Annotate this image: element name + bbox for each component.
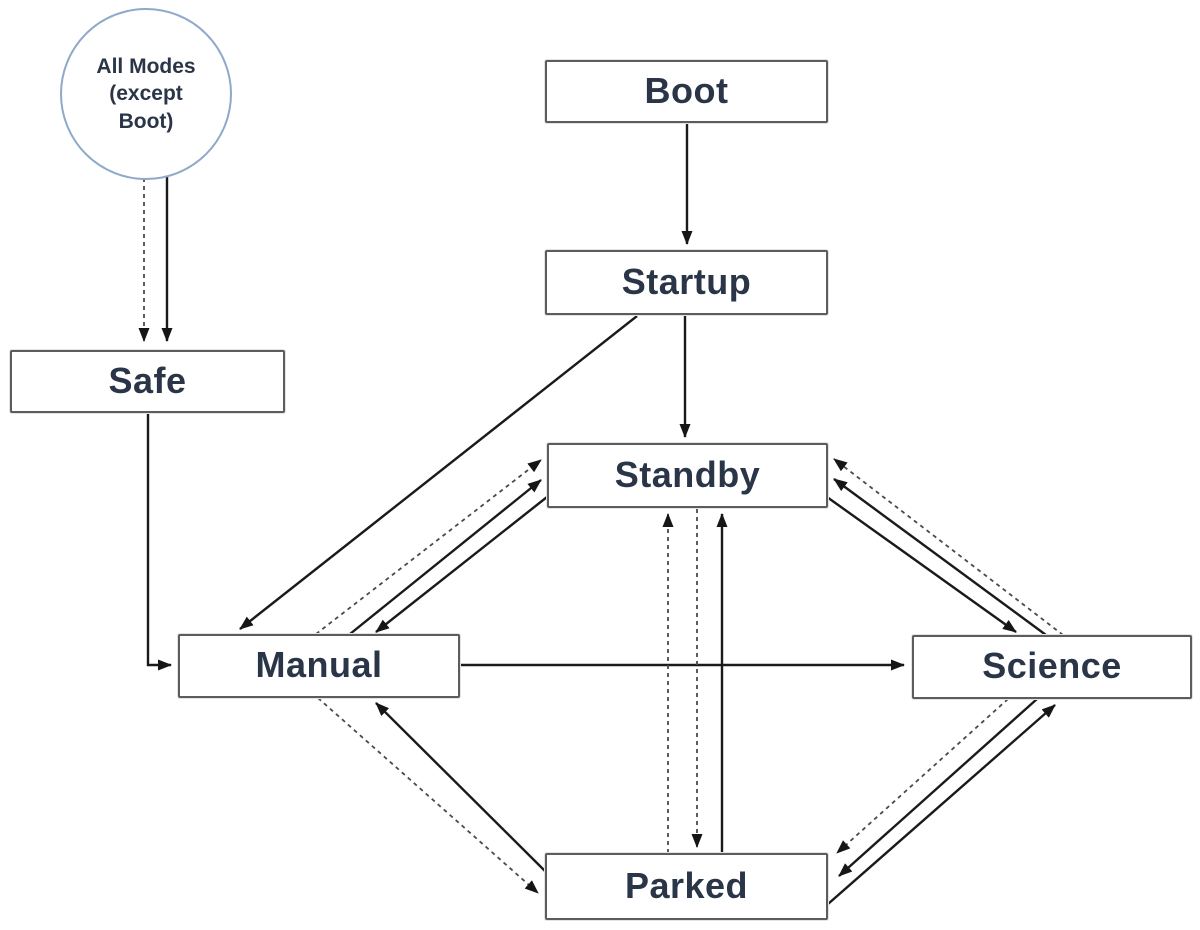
node-all-modes-label: All Modes (except Boot) [96, 53, 195, 135]
node-all-modes-line2: (except [109, 82, 183, 106]
node-startup: Startup [545, 250, 828, 315]
node-boot: Boot [545, 60, 828, 123]
node-science: Science [912, 635, 1192, 699]
node-parked-label: Parked [624, 864, 749, 906]
edge-parked-science-solid [827, 704, 1056, 905]
node-standby: Standby [547, 443, 828, 508]
edge-standby-science-solid [826, 496, 1017, 633]
node-boot-label: Boot [644, 69, 729, 111]
node-safe: Safe [10, 350, 285, 413]
node-parked: Parked [545, 853, 828, 920]
node-manual-label: Manual [255, 644, 383, 685]
edge-safe-manual-solid [146, 413, 172, 671]
edge-manual-parked-dashed [317, 697, 539, 894]
edge-parked-manual-solid [375, 702, 546, 872]
edge-manual-standby-solid [349, 479, 542, 635]
node-safe-label: Safe [108, 359, 187, 401]
edge-standby-manual-solid [375, 496, 548, 633]
node-all-modes-line3: Boot) [118, 109, 174, 133]
edge-science-standby-dashed [833, 458, 1064, 636]
node-all-modes: All Modes (except Boot) [60, 8, 232, 180]
edge-startup-manual-solid [239, 315, 638, 630]
node-science-label: Science [982, 645, 1122, 686]
node-manual: Manual [178, 634, 460, 698]
node-startup-label: Startup [621, 260, 752, 302]
node-standby-label: Standby [614, 453, 761, 495]
edge-science-parked-dashed [836, 698, 1009, 854]
node-all-modes-line1: All Modes [96, 55, 196, 79]
edge-manual-standby-dashed [315, 459, 542, 635]
edge-science-standby-solid [833, 478, 1047, 636]
edge-science-parked-solid [838, 698, 1038, 877]
